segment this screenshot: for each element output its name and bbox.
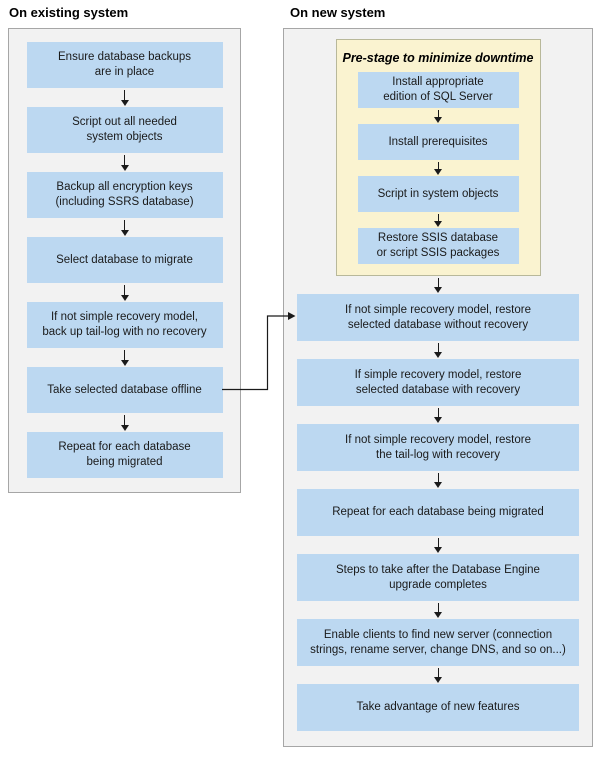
flow-step-select-database: Select database to migrate [26,237,223,283]
flow-step-take-offline: Take selected database offline [26,367,223,413]
flow-step-restore-taillog: If not simple recovery model, restore th… [297,424,579,471]
new-system-panel: Pre-stage to minimize downtime Install a… [283,28,593,747]
flow-step-enable-clients: Enable clients to find new server (conne… [297,619,579,666]
flow-step-script-in-objects: Script in system objects [357,176,519,212]
new-system-heading: On new system [290,5,386,20]
arrow-down-icon [434,108,443,124]
existing-system-panel: Ensure database backups are in place Scr… [8,28,241,493]
flow-step-new-features: Take advantage of new features [297,684,579,731]
arrow-down-icon [120,348,129,367]
flow-step-install-sql-server: Install appropriate edition of SQL Serve… [357,72,519,108]
flow-step-install-prerequisites: Install prerequisites [357,124,519,160]
arrow-down-icon [434,471,443,489]
arrow-down-icon [120,283,129,302]
flow-step-post-upgrade-steps: Steps to take after the Database Engine … [297,554,579,601]
arrow-down-icon [434,160,443,176]
flow-step-restore-without-recovery: If not simple recovery model, restore se… [297,294,579,341]
flow-step-repeat-each-database-new: Repeat for each database being migrated [297,489,579,536]
arrow-down-icon [434,406,443,424]
flow-step-restore-with-recovery: If simple recovery model, restore select… [297,359,579,406]
arrow-down-icon [120,88,129,107]
arrow-down-icon [434,601,443,619]
prestage-group: Pre-stage to minimize downtime Install a… [335,39,541,276]
flow-step-repeat-each-database: Repeat for each database being migrated [26,432,223,478]
flow-step-script-out-objects: Script out all needed system objects [26,107,223,153]
existing-system-heading: On existing system [9,5,129,20]
flow-step-ensure-backups: Ensure database backups are in place [26,42,223,88]
arrow-down-icon [120,218,129,237]
arrow-down-icon [434,341,443,359]
arrow-down-icon [434,212,443,228]
arrow-down-icon [434,536,443,554]
flow-step-backup-encryption-keys: Backup all encryption keys (including SS… [26,172,223,218]
arrow-down-icon [434,666,443,684]
arrow-down-icon [434,276,443,294]
flow-step-backup-taillog: If not simple recovery model, back up ta… [26,302,223,348]
prestage-title: Pre-stage to minimize downtime [342,51,534,65]
flow-step-restore-ssis: Restore SSIS database or script SSIS pac… [357,228,519,264]
arrow-down-icon [120,413,129,432]
arrow-down-icon [120,153,129,172]
